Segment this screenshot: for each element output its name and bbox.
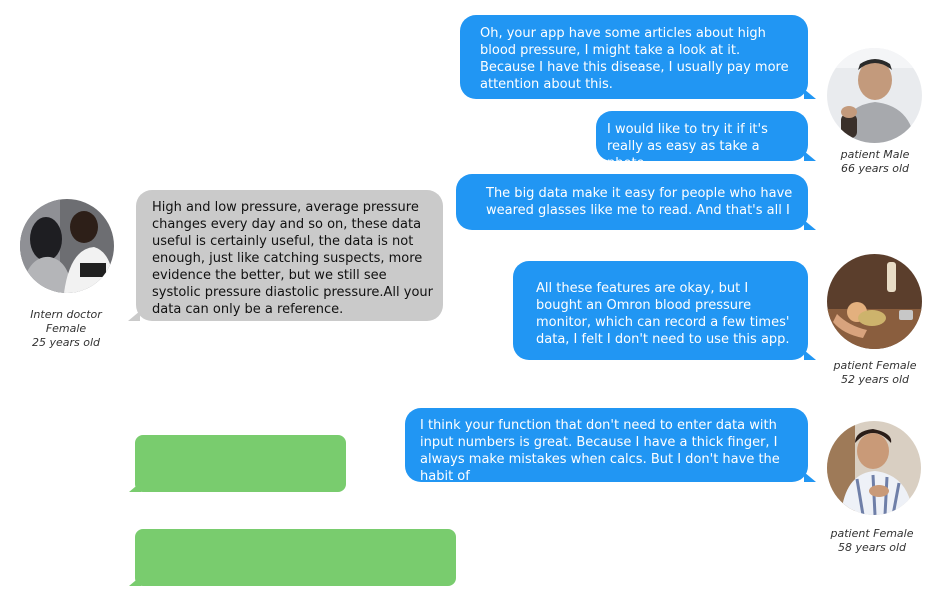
caption-patient-female-52: patient Female 52 years old	[833, 359, 917, 386]
message-bubble-5: All these features are okay, but I bough…	[513, 261, 816, 360]
empty-message-bubble-1	[129, 435, 346, 492]
message-text-5: All these features are okay, but I bough…	[536, 281, 790, 347]
caption-patient-male: patient Male 66 years old	[840, 148, 910, 175]
message-bubble-4: High and low pressure, average pressure …	[128, 190, 443, 321]
empty-message-bubble-2	[129, 529, 456, 586]
message-text-6: I think your function that don't need to…	[420, 418, 780, 484]
message-text-4: High and low pressure, average pressure …	[152, 200, 433, 317]
caption-intern-doctor: Intern doctor Female 25 years old	[30, 308, 102, 349]
avatar-patient-male	[827, 48, 922, 143]
message-text-2: I would like to try it if it's really as…	[607, 122, 768, 171]
message-bubble-1: Oh, your app have some articles about hi…	[460, 15, 816, 99]
avatar-patient-female-52	[827, 254, 922, 349]
message-bubble-3: The big data make it easy for people who…	[456, 174, 816, 230]
avatar-intern-doctor	[20, 199, 114, 293]
message-text-1: Oh, your app have some articles about hi…	[480, 26, 789, 92]
message-bubble-2: I would like to try it if it's really as…	[596, 111, 816, 171]
caption-patient-female-58: patient Female 58 years old	[830, 527, 914, 554]
message-bubble-6: I think your function that don't need to…	[405, 408, 816, 484]
message-text-3: The big data make it easy for people who…	[486, 186, 793, 218]
avatar-patient-female-58	[827, 421, 921, 515]
